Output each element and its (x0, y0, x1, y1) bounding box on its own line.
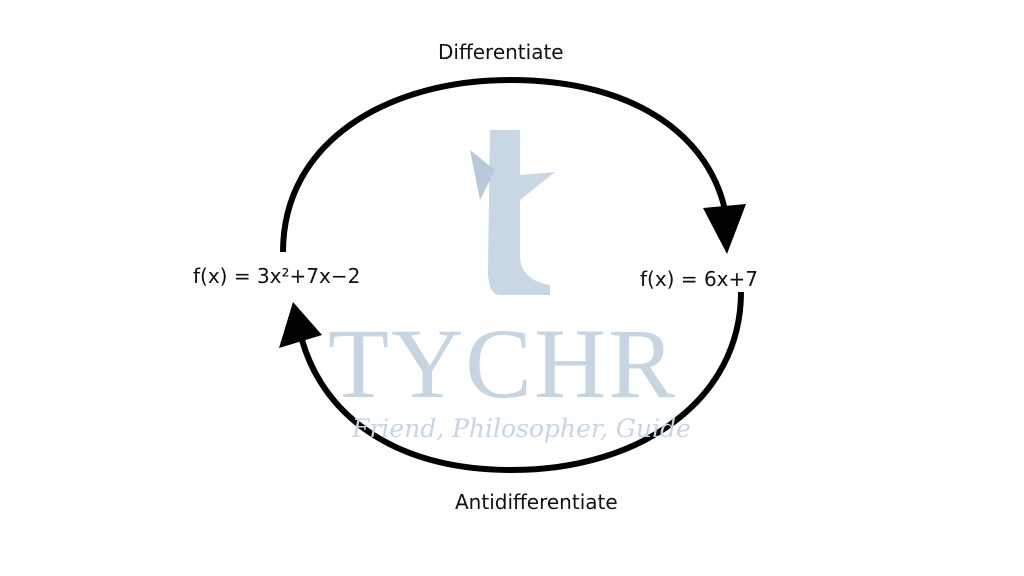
arrowhead-up-icon (279, 302, 322, 348)
left-function: f(x) = 3x²+7x−2 (193, 264, 361, 288)
antidifferentiate-arrow (299, 291, 744, 474)
right-function: f(x) = 6x+7 (640, 267, 758, 291)
watermark-logo (470, 130, 555, 295)
differentiate-label: Differentiate (438, 40, 564, 64)
arrowhead-down-icon (703, 204, 746, 254)
watermark-brand: TYCHR (328, 308, 677, 419)
antidifferentiate-label: Antidifferentiate (455, 490, 618, 514)
watermark-tagline: Friend, Philosopher, Guide (352, 414, 691, 443)
differentiate-arrow (280, 76, 729, 253)
